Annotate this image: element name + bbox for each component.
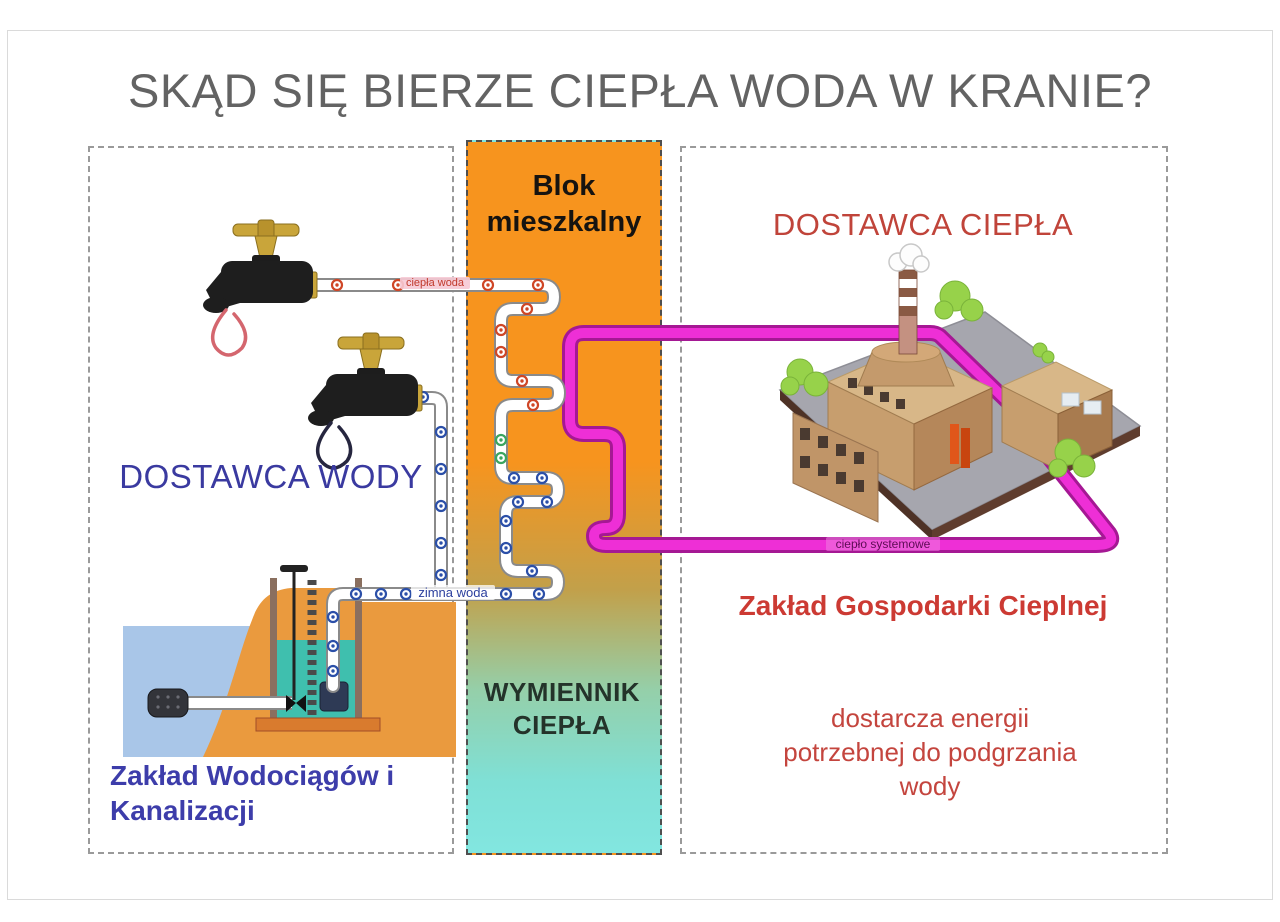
heat-supplier-title: DOSTAWCA CIEPŁA — [772, 207, 1074, 242]
smoke-icon — [888, 243, 930, 273]
district-heating-pipe — [562, 325, 1120, 553]
block-label-line2: mieszkalny — [486, 206, 642, 239]
block-label-line1: Blok — [532, 170, 596, 202]
water-supplier-title: DOSTAWCA WODY — [119, 458, 423, 495]
heat-plant-illustration — [780, 243, 1114, 523]
block-label: Blok mieszkalny — [466, 168, 662, 241]
valve-handle — [280, 565, 308, 572]
cold-water-drop-icon — [315, 421, 353, 470]
cold-water-pipe-label: zimna woda — [411, 585, 495, 600]
heat-supplier-panel — [680, 146, 1168, 854]
chimney-icon — [898, 269, 918, 355]
tank-base — [255, 717, 381, 732]
factory-left-wing — [792, 412, 879, 523]
tank-wall-left — [270, 578, 277, 726]
water-company-name: Zakład Wodociągów i Kanalizacji — [110, 760, 395, 826]
page-title: SKĄD SIĘ BIERZE CIEPŁA WODA W KRANIE? — [127, 64, 1153, 117]
cold-tap-icon — [308, 332, 423, 470]
hot-water-pipe-label: ciepła woda — [400, 277, 470, 289]
hot-tap-icon — [203, 219, 318, 357]
strainer-icon — [147, 688, 189, 718]
heat-company-name: Zakład Gospodarki Cieplnej — [738, 590, 1108, 621]
heat-supplier-description: dostarcza energii potrzebnej do podgrzan… — [783, 703, 1077, 801]
valve-icon — [286, 695, 296, 712]
district-heat-pipe-label: ciepło systemowe — [826, 537, 940, 551]
water-intake-illustration — [123, 565, 456, 757]
heat-exchanger-column — [466, 140, 662, 855]
tank-wall-right — [355, 578, 362, 726]
hot-water-drop-icon — [210, 308, 248, 357]
heat-exchanger-label: WYMIENNIK CIEPŁA — [483, 677, 641, 740]
water-pipes — [307, 278, 566, 693]
water-supplier-panel — [88, 146, 454, 854]
tree-icon — [780, 280, 1096, 478]
outer-frame — [7, 30, 1273, 900]
